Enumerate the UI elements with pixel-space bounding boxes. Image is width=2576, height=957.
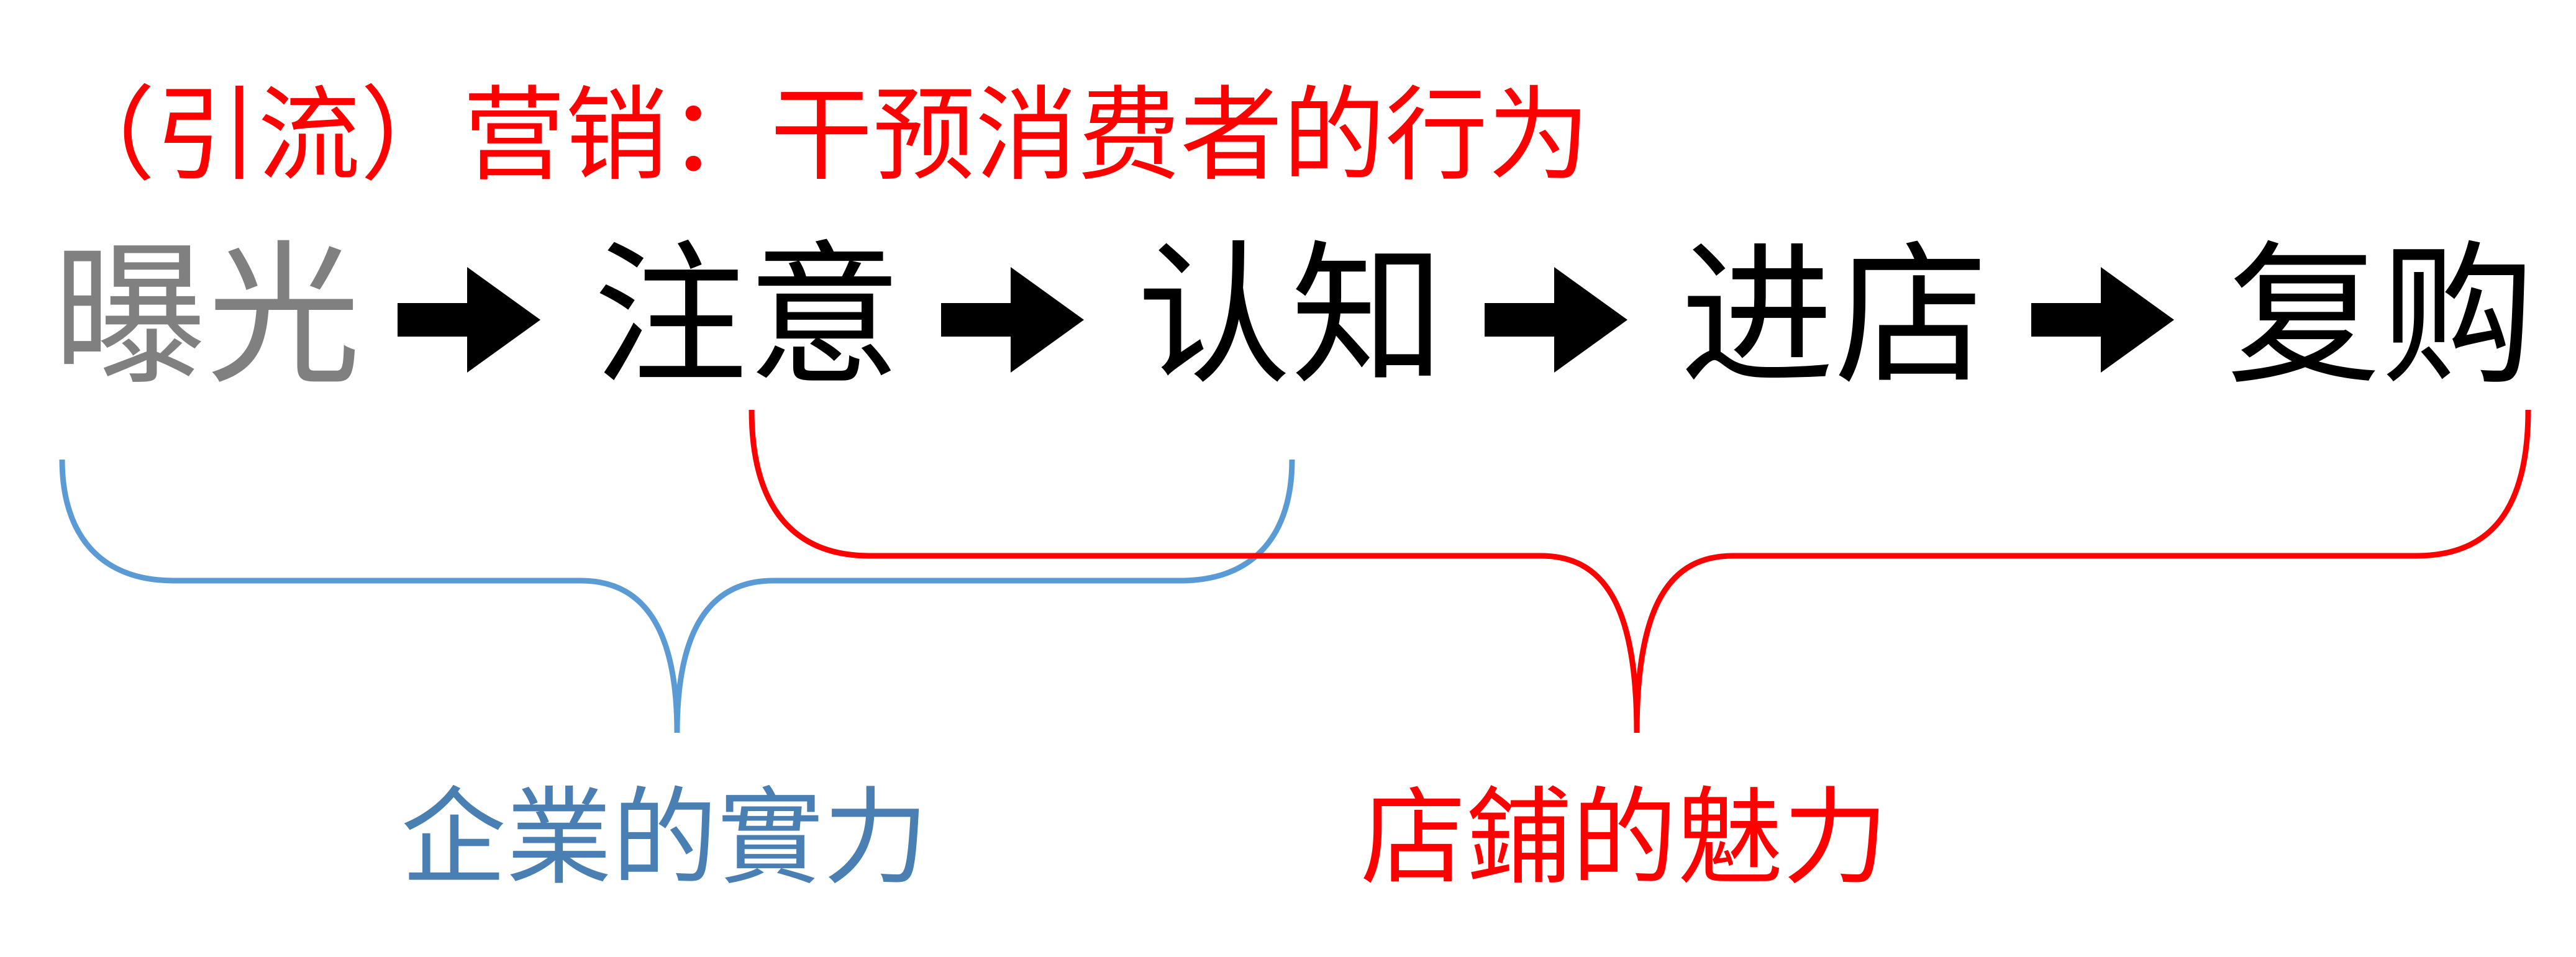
stage-visit: 进店 <box>1680 227 1988 406</box>
stage-exposure: 曝光 <box>53 227 361 406</box>
stage-cognition: 认知 <box>1137 227 1445 406</box>
headline-title: （引流）营销：干预消费者的行为 <box>53 76 1590 195</box>
caption-store-charm: 店鋪的魅力 <box>1360 777 1889 900</box>
bracket-right <box>749 409 2531 733</box>
right-arrow-icon <box>941 267 1084 373</box>
right-arrow-icon <box>2031 267 2174 373</box>
stage-repurchase: 复购 <box>2227 227 2535 406</box>
right-arrow-icon <box>398 267 540 373</box>
bracket-left <box>59 459 1295 733</box>
caption-company-strength: 企業的實力 <box>401 777 929 900</box>
right-arrow-icon <box>1485 267 1627 373</box>
stage-attention: 注意 <box>593 227 901 406</box>
